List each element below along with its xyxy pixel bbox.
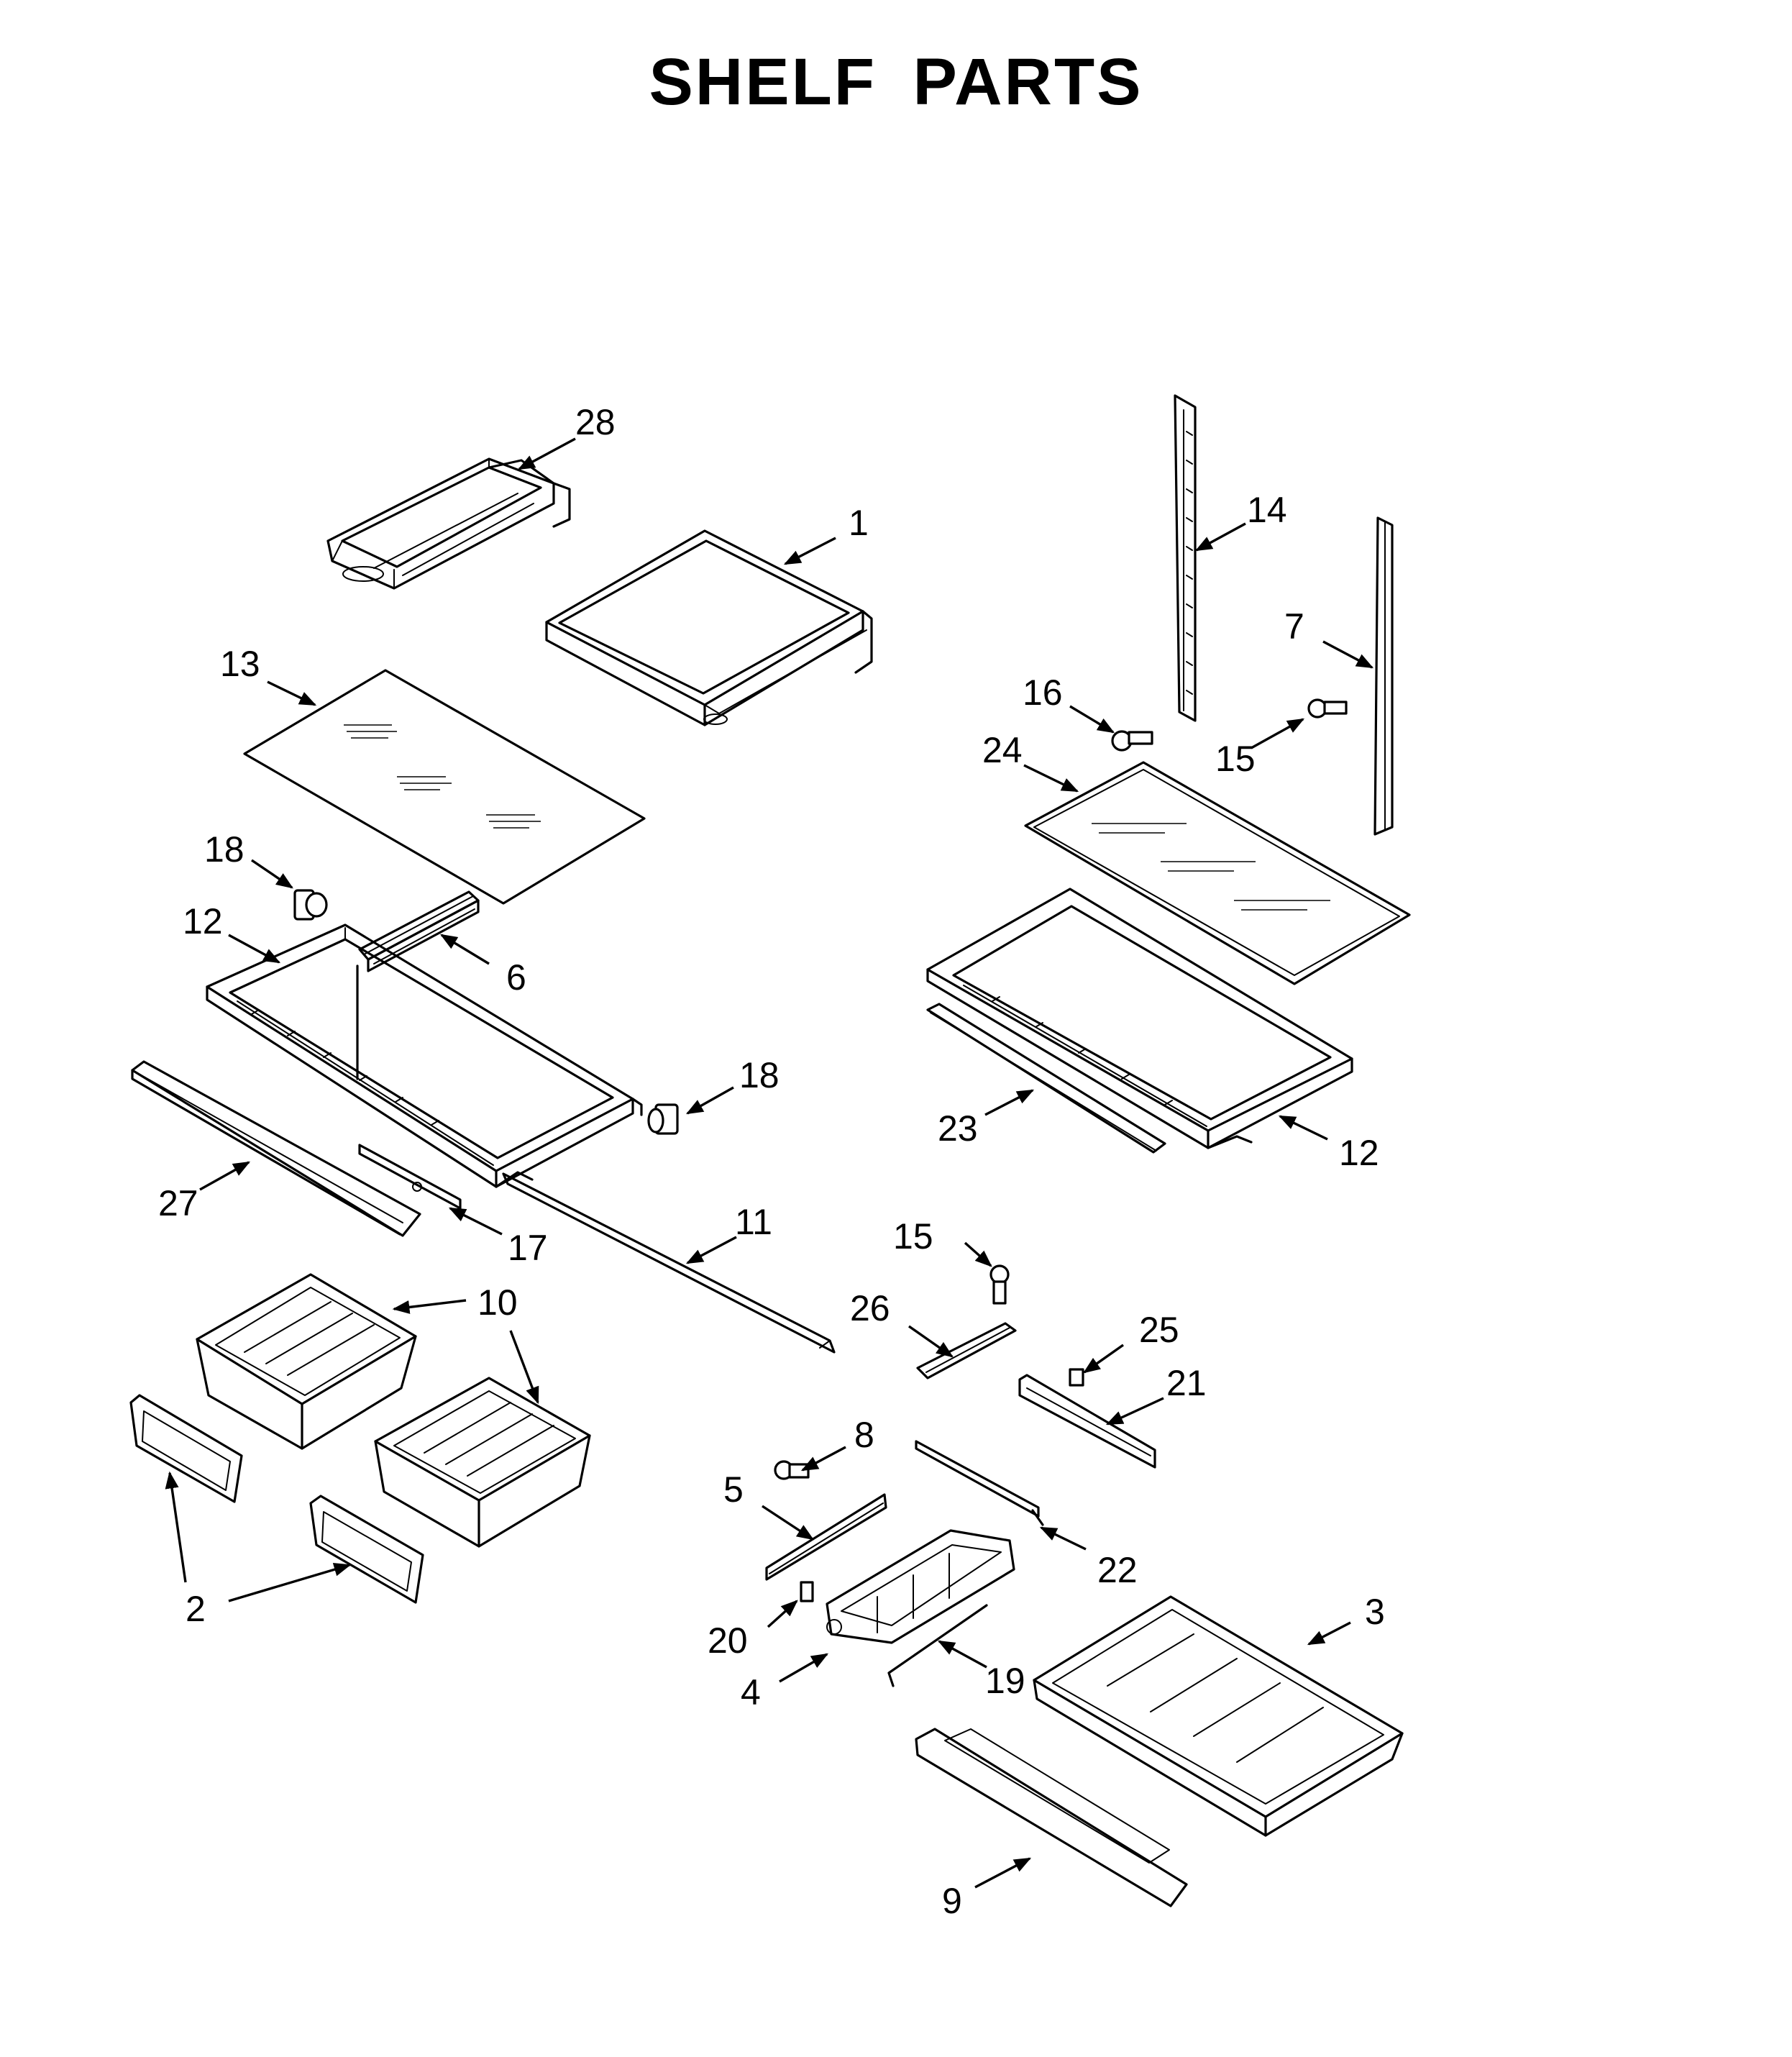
part-22-rod [915,1440,1044,1526]
leader-14 [1194,522,1246,552]
part-4-slide-housing [826,1529,1015,1644]
part-2-drawer-front-a [129,1394,243,1503]
leader-13 [267,680,317,706]
callout-1: 1 [849,503,869,543]
page-title: SHELF PARTS [649,45,1143,119]
leader-9 [974,1857,1032,1889]
part-1-shelf-frame [545,529,873,726]
callout-22: 22 [1097,1550,1138,1590]
callout-24: 24 [982,730,1023,770]
part-5-bar [765,1493,887,1581]
callout-20: 20 [708,1620,748,1661]
callout-28: 28 [575,402,616,442]
part-16-screw [1111,730,1153,752]
callout-19: 19 [985,1661,1025,1701]
leader-12b [1278,1115,1328,1141]
part-15-screw-lower [989,1264,1010,1305]
callout-18a: 18 [204,829,244,870]
part-27-trim-strip [131,1060,421,1237]
part-10-crisper-drawer-a [196,1273,417,1450]
callout-12a: 12 [183,901,223,941]
leader-15a [1251,718,1305,749]
leader-28 [517,437,576,470]
leader-21 [1105,1397,1164,1426]
leader-26 [908,1325,954,1358]
part-25-small-clip [1069,1368,1084,1387]
leader-24 [1023,764,1079,793]
part-10-crisper-drawer-b [374,1377,591,1548]
callout-3: 3 [1365,1592,1385,1632]
leader-8 [800,1446,846,1472]
callout-12b: 12 [1339,1133,1379,1173]
leader-10b [509,1330,539,1405]
callout-13: 13 [220,644,260,684]
callout-15a: 15 [1215,739,1256,779]
part-14-shelf-upright [1174,394,1197,722]
leader-27 [199,1161,251,1191]
leader-23 [984,1089,1035,1116]
callout-26: 26 [850,1288,890,1328]
callout-15b: 15 [893,1216,933,1256]
part-18-clip-lower [647,1103,679,1135]
callout-16: 16 [1023,672,1063,713]
part-6-slide-rail [356,890,480,1080]
part-2-drawer-front-b [309,1495,424,1604]
leader-12a [228,934,281,964]
callout-4: 4 [741,1672,761,1712]
callout-7: 7 [1284,606,1304,647]
leader-25 [1083,1344,1124,1374]
leader-20 [767,1600,798,1628]
part-9-tray-front [915,1728,1188,1907]
leader-arrows [165,437,1374,1889]
part-12-shelf-frame-right [926,888,1353,1149]
leader-18a [251,859,293,889]
part-15-screw-upper [1307,698,1348,719]
leader-6 [439,934,490,965]
callout-14: 14 [1247,490,1287,530]
leader-2b [228,1562,352,1602]
callout-17: 17 [508,1228,548,1268]
leader-3 [1307,1621,1351,1646]
callout-25: 25 [1139,1310,1179,1350]
part-24-glass-panel [1024,761,1411,985]
leader-4 [779,1653,829,1683]
leader-15b [964,1241,992,1267]
leader-5 [762,1505,814,1541]
callout-18b: 18 [739,1055,780,1095]
leader-1 [783,537,836,565]
callout-11: 11 [735,1202,772,1242]
leader-2a [165,1471,187,1583]
leader-17 [448,1207,503,1236]
leader-11 [685,1236,737,1264]
part-18-clip-upper [293,889,328,921]
part-23-trim-strip [926,1003,1166,1154]
callout-9: 9 [942,1881,962,1921]
part-20-clip [800,1581,814,1602]
leader-10a [392,1299,467,1314]
part-11-long-rod [502,1172,836,1354]
leader-22 [1039,1526,1087,1551]
leader-19 [937,1640,987,1669]
leader-18b [685,1086,734,1115]
part-7-vertical-bracket [1373,516,1394,836]
callout-5: 5 [723,1469,744,1510]
leader-16 [1069,705,1115,734]
callout-21: 21 [1166,1363,1207,1403]
callout-27: 27 [158,1183,198,1223]
callout-8: 8 [854,1415,874,1455]
part-12-shelf-frame-left [206,923,643,1188]
callout-6: 6 [506,957,526,998]
part-21-rail-bracket [1018,1374,1156,1469]
leader-7 [1322,640,1374,669]
part-13-glass-panel [243,669,646,905]
part-19-wire-spring [887,1604,988,1687]
callout-10: 10 [477,1282,518,1323]
callout-labels: 28 1 14 7 13 16 24 15 18 12 6 18 23 12 2… [158,402,1385,1921]
part-28-shelf-bin [326,457,571,590]
callout-2: 2 [186,1589,206,1629]
part-3-large-tray [1033,1595,1404,1837]
callout-23: 23 [938,1108,978,1149]
part-26-bracket [916,1322,1017,1379]
